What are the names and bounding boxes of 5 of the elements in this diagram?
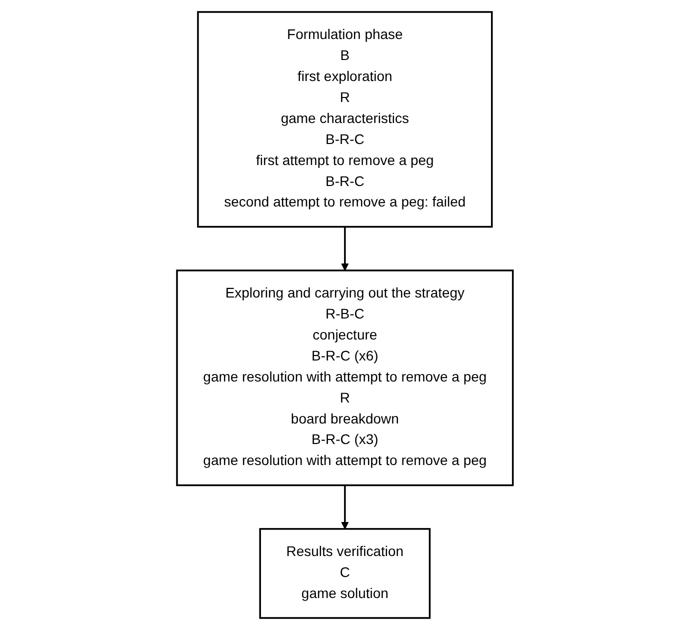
node-box: Formulation phase B first exploration R game characteristics B-R-C first attempt to remove a peg B-R-C second attempt to remove a peg: failed <box>197 10 493 228</box>
arrow <box>341 484 349 529</box>
arrow <box>341 226 349 270</box>
node-box: Exploring and carrying out the strategy R-B-C conjecture B-R-C (x6) game resolution with attempt to remove a peg R board breakdown B-R-C (x3) game resolution with attempt to remove a peg <box>176 269 514 486</box>
node-box: Results verification C game solution <box>259 528 431 618</box>
